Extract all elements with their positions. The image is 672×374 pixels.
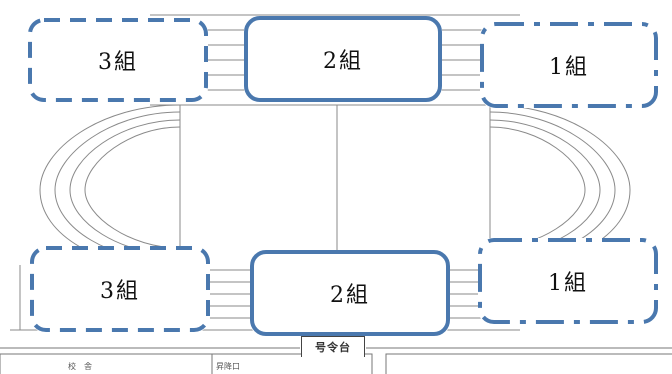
school-building [0, 353, 213, 374]
box-frame [250, 250, 450, 336]
group-box-top-left: 3組 [28, 18, 208, 102]
box-frame [478, 238, 658, 324]
right-building [385, 353, 672, 374]
command-stand-label: 号令台 [315, 341, 351, 354]
group-box-bottom-center: 2組 [250, 250, 450, 336]
group-label: 3組 [100, 279, 140, 304]
group-label: 1組 [548, 271, 588, 296]
group-label: 1組 [549, 55, 589, 80]
group-label: 2組 [323, 49, 363, 74]
school-building-label: 校 舎 [68, 362, 92, 371]
box-frame [480, 22, 658, 108]
box-frame [30, 246, 210, 332]
group-label: 3組 [98, 50, 138, 75]
group-box-bottom-left: 3組 [30, 246, 210, 332]
group-box-top-center: 2組 [244, 16, 442, 102]
box-frame [28, 18, 208, 102]
box-frame [244, 16, 442, 102]
command-stand: 号令台 [301, 336, 365, 357]
entrance-building [211, 353, 373, 374]
entrance-label: 昇降口 [216, 362, 240, 371]
group-box-bottom-right: 1組 [478, 238, 658, 324]
group-label: 2組 [330, 283, 370, 308]
group-box-top-right: 1組 [480, 22, 658, 108]
left-curve [84, 126, 181, 249]
